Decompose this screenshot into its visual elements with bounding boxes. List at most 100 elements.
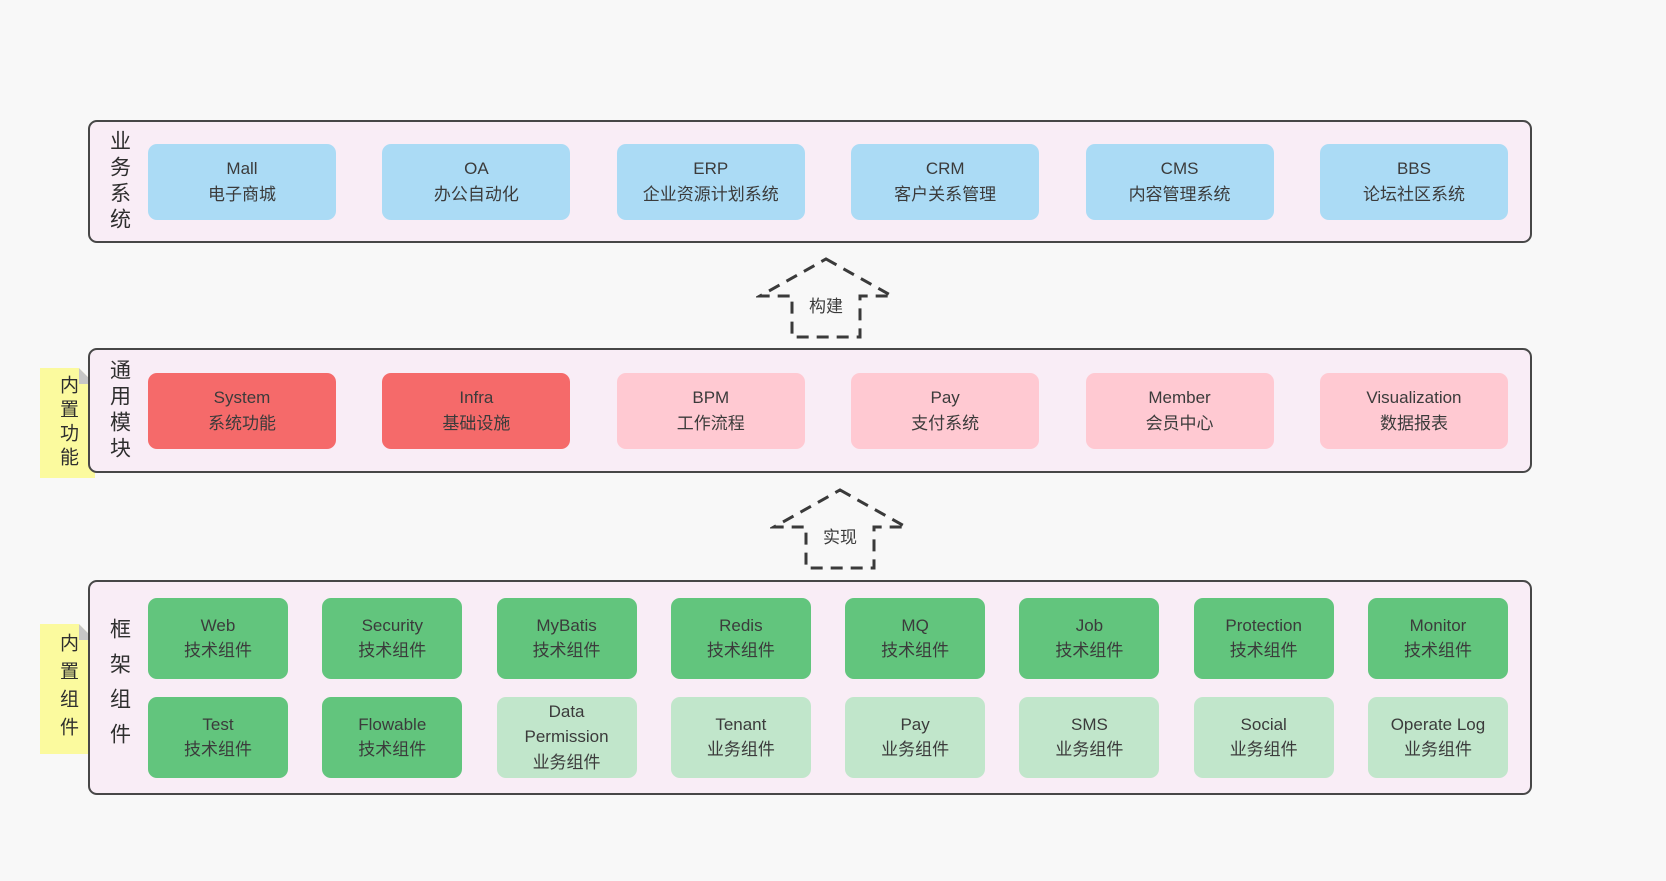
box-title: CRM bbox=[925, 159, 965, 178]
box-subtitle: 技术组件 bbox=[881, 641, 950, 660]
box-pay-component: Pay 业务组件 bbox=[845, 696, 986, 778]
box-erp: ERP 企业资源计划系统 bbox=[616, 143, 805, 220]
framework-row-1: Web 技术组件 Security 技术组件 MyBatis 技术组件 Redi… bbox=[148, 597, 1508, 679]
box-subtitle: 技术组件 bbox=[706, 641, 775, 660]
sticky-note-builtin-features: 内置功能 bbox=[40, 368, 95, 478]
box-social: Social 业务组件 bbox=[1193, 696, 1334, 778]
arrow-up-icon bbox=[756, 257, 896, 339]
box-subtitle: 技术组件 bbox=[358, 740, 427, 759]
box-subtitle: 业务组件 bbox=[881, 740, 950, 759]
box-subtitle: 技术组件 bbox=[1055, 641, 1124, 660]
section-label-wrap: 框架组件 bbox=[90, 582, 148, 793]
box-subtitle: 业务组件 bbox=[532, 752, 601, 772]
box-title: Web bbox=[200, 615, 236, 635]
sticky-note-text: 内置功能 bbox=[57, 375, 78, 471]
box-test: Test 技术组件 bbox=[148, 696, 288, 778]
box-subtitle: 技术组件 bbox=[1403, 641, 1472, 660]
box-subtitle: 客户关系管理 bbox=[894, 184, 997, 204]
box-infra: Infra 基础设施 bbox=[382, 372, 571, 449]
box-title: Redis bbox=[719, 615, 763, 635]
box-subtitle: 论坛社区系统 bbox=[1362, 184, 1465, 204]
build-arrow: 构建 bbox=[756, 256, 896, 340]
arrow-up-icon bbox=[770, 488, 910, 570]
box-protection: Protection 技术组件 bbox=[1193, 597, 1334, 679]
box-subtitle: 内容管理系统 bbox=[1128, 184, 1231, 204]
business-systems-panel: 业务系统 Mall 电子商城 OA 办公自动化 ERP 企业资源计划系统 CRM… bbox=[88, 120, 1532, 243]
box-security: Security 技术组件 bbox=[322, 597, 463, 679]
box-title: Visualization bbox=[1366, 388, 1462, 407]
box-operate-log: Operate Log 业务组件 bbox=[1367, 696, 1508, 778]
box-title: Member bbox=[1148, 388, 1211, 407]
box-crm: CRM 客户关系管理 bbox=[851, 143, 1040, 220]
box-sms: SMS 业务组件 bbox=[1019, 696, 1160, 778]
box-title: MQ bbox=[901, 615, 929, 635]
box-title: OA bbox=[464, 159, 489, 178]
box-pay-module: Pay 支付系统 bbox=[851, 372, 1040, 449]
box-cms: CMS 内容管理系统 bbox=[1085, 143, 1274, 220]
common-modules-boxes: System 系统功能 Infra 基础设施 BPM 工作流程 Pay 支付系统… bbox=[148, 350, 1530, 471]
box-subtitle: 系统功能 bbox=[208, 413, 276, 433]
box-subtitle: 技术组件 bbox=[184, 641, 252, 660]
framework-row-2: Test 技术组件 Flowable 技术组件 Data Permission … bbox=[148, 696, 1508, 778]
box-system: System 系统功能 bbox=[148, 372, 336, 449]
sticky-note-builtin-components: 内置组件 bbox=[40, 624, 95, 754]
business-systems-boxes: Mall 电子商城 OA 办公自动化 ERP 企业资源计划系统 CRM 客户关系… bbox=[148, 122, 1530, 241]
box-member: Member 会员中心 bbox=[1085, 372, 1274, 449]
box-title: BBS bbox=[1396, 159, 1431, 178]
box-redis: Redis 技术组件 bbox=[670, 597, 811, 679]
box-bpm: BPM 工作流程 bbox=[616, 372, 805, 449]
box-mybatis: MyBatis 技术组件 bbox=[496, 597, 637, 679]
section-label-wrap: 业务系统 bbox=[90, 122, 148, 241]
section-label-business-systems: 业务系统 bbox=[107, 129, 131, 234]
box-web: Web 技术组件 bbox=[148, 597, 288, 679]
box-monitor: Monitor 技术组件 bbox=[1367, 597, 1508, 679]
box-subtitle: 数据报表 bbox=[1379, 413, 1448, 433]
box-title: Mall bbox=[226, 159, 258, 178]
box-title: BPM bbox=[692, 388, 730, 407]
box-title: CMS bbox=[1160, 159, 1199, 178]
box-title: Security bbox=[361, 615, 423, 635]
box-job: Job 技术组件 bbox=[1019, 597, 1160, 679]
common-modules-panel: 通用模块 System 系统功能 Infra 基础设施 BPM 工作流程 Pay… bbox=[88, 348, 1532, 473]
box-subtitle: 技术组件 bbox=[532, 641, 601, 660]
box-title: Pay bbox=[930, 388, 960, 407]
box-mall: Mall 电子商城 bbox=[148, 143, 336, 220]
box-subtitle: 企业资源计划系统 bbox=[642, 184, 779, 204]
section-label-framework-components: 框架组件 bbox=[107, 617, 131, 758]
sticky-note-text: 内置组件 bbox=[57, 633, 78, 745]
box-title: Operate Log bbox=[1390, 714, 1486, 734]
box-subtitle: 技术组件 bbox=[184, 740, 252, 759]
box-subtitle: 支付系统 bbox=[911, 413, 980, 433]
build-arrow-label: 构建 bbox=[805, 292, 847, 317]
box-bbs: BBS 论坛社区系统 bbox=[1319, 143, 1508, 220]
box-subtitle: 办公自动化 bbox=[433, 184, 519, 204]
framework-components-rows: Web 技术组件 Security 技术组件 MyBatis 技术组件 Redi… bbox=[148, 582, 1530, 793]
box-title: Test bbox=[202, 714, 234, 734]
box-title: Infra bbox=[459, 388, 494, 407]
box-data-permission: Data Permission 业务组件 bbox=[496, 696, 637, 778]
box-subtitle: 业务组件 bbox=[1229, 740, 1298, 759]
box-title: Job bbox=[1075, 615, 1104, 635]
box-title: Pay bbox=[900, 714, 930, 734]
framework-components-panel: 框架组件 Web 技术组件 Security 技术组件 MyBatis 技术组件… bbox=[88, 580, 1532, 795]
box-subtitle: 业务组件 bbox=[706, 740, 775, 759]
box-title: SMS bbox=[1070, 714, 1108, 734]
section-label-wrap: 通用模块 bbox=[90, 350, 148, 471]
box-subtitle: 工作流程 bbox=[676, 413, 745, 433]
box-title: ERP bbox=[693, 159, 729, 178]
box-title: Protection bbox=[1225, 615, 1302, 635]
box-title: MyBatis bbox=[536, 615, 597, 635]
box-flowable: Flowable 技术组件 bbox=[322, 696, 463, 778]
box-oa: OA 办公自动化 bbox=[382, 143, 571, 220]
box-subtitle: 会员中心 bbox=[1145, 413, 1214, 433]
section-label-common-modules: 通用模块 bbox=[107, 358, 131, 463]
box-title: Social bbox=[1240, 714, 1287, 734]
box-title: Monitor bbox=[1409, 615, 1467, 635]
box-mq: MQ 技术组件 bbox=[845, 597, 986, 679]
box-subtitle: 业务组件 bbox=[1403, 740, 1472, 759]
implement-arrow-label: 实现 bbox=[819, 523, 861, 548]
box-subtitle: 技术组件 bbox=[358, 641, 427, 660]
box-subtitle: 基础设施 bbox=[442, 413, 511, 433]
box-title: Data Permission bbox=[524, 701, 609, 747]
box-title: Tenant bbox=[715, 714, 767, 734]
